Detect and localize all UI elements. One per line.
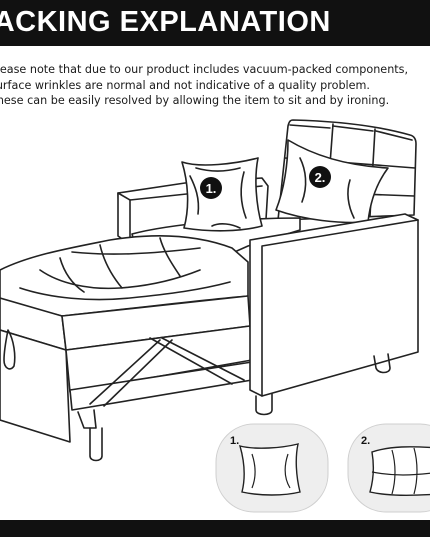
callout-1-label: 1. [230,435,239,447]
page-title: PACKING EXPLANATION [0,6,331,38]
pillow-badge-2-label: 2. [315,170,326,185]
extended-seat [0,235,251,351]
callout-2-label: 2. [361,435,370,447]
right-armrest [249,213,419,416]
notice-line-3: These can be easily resolved by allowing… [0,94,390,107]
notice-text: Please note that due to our product incl… [0,62,430,109]
header-bar: PACKING EXPLANATION [0,0,430,46]
callout-1: 1. [215,423,329,513]
notice-line-2: surface wrinkles are normal and not indi… [0,78,370,92]
callout-2: 2. [347,423,430,513]
pillow-badge-2: 2. [309,166,331,188]
footer-bar [0,520,430,537]
pillow-badge-1: 1. [200,177,222,199]
notice-line-1: Please note that due to our product incl… [0,63,409,76]
drawer-frame [0,325,253,462]
pillow-1-drawing [181,157,263,232]
pillow-badge-1-label: 1. [206,181,217,196]
